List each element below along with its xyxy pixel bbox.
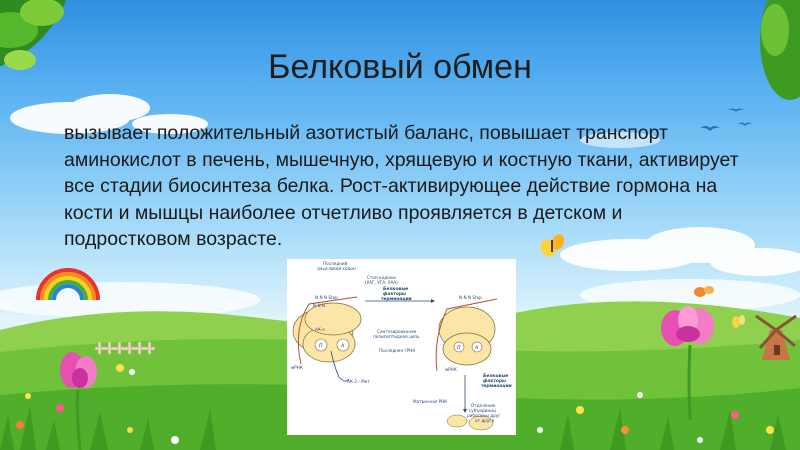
pink-flower-left-icon [60, 352, 97, 450]
label-aa-n: АК-n [315, 327, 325, 332]
mrna-left-strand [297, 296, 358, 365]
label-separation-2: субъединиц [469, 408, 496, 413]
small-flowers-icon [16, 364, 774, 444]
label-release-factors-top-3: терминации [381, 297, 412, 302]
label-release-factors-bottom-1: Белковые [483, 373, 508, 379]
pink-flower-right-icon [661, 306, 714, 421]
label-nnn-stop-right: N N N Stop [459, 295, 482, 300]
label-synth-chain-1: Синтезированная [377, 329, 417, 334]
label-nnn-stop-left: N N N Stop [315, 295, 338, 300]
label-mrna-right: мРНК [445, 367, 457, 372]
label-p-site-left: П [319, 343, 323, 349]
label-release-factors-bottom-3: терминации [481, 384, 512, 389]
grass-blades [0, 405, 786, 450]
slide-body-text: вызывает положительный азотистый баланс,… [64, 122, 739, 250]
label-separation-4: от друга [475, 418, 495, 423]
tree-leaves-right-icon [760, 0, 800, 100]
separated-subunit-2 [468, 415, 494, 431]
birds-icon [700, 108, 752, 131]
label-matrix-rna: Матричная РНК [413, 399, 447, 404]
butterfly-orange-icon [694, 286, 714, 297]
ribosome-left [292, 302, 362, 363]
label-a-site-left: А [340, 343, 344, 349]
butterfly-yellow-icon [540, 234, 565, 257]
windmill-icon [755, 314, 797, 360]
mrna-right-strand [435, 298, 498, 372]
label-p-site-right: П [457, 345, 461, 351]
slide-title: Белковый обмен [268, 48, 532, 86]
label-a-site-right: А [474, 345, 478, 351]
rainbow-icon [36, 268, 100, 301]
label-last-codon-2: смысловой кодон [317, 266, 356, 271]
fence-icon [94, 341, 156, 355]
ribosome-right [438, 306, 496, 366]
diagram-svg: Последний смысловой кодон Стоп-кодоны (У… [291, 261, 512, 431]
label-release-factors-bottom-2: факторы [483, 377, 506, 384]
arrow-down-head [463, 409, 467, 413]
label-release-factors-top-1: Белковые [383, 286, 408, 292]
label-last-trna: Последняя тРНК [379, 348, 415, 353]
butterfly-small-icon [732, 315, 745, 328]
label-separation-1: Отделение [471, 403, 496, 408]
label-last-codon-1: Последний [323, 261, 348, 266]
label-separation-3: рибосомы друг [467, 413, 500, 418]
tree-leaves-icon [0, 0, 67, 70]
arrow-right-head [431, 299, 435, 303]
translation-termination-diagram: Последний смысловой кодон Стоп-кодоны (У… [287, 259, 516, 435]
chain-left [330, 350, 350, 382]
label-stop-codons-1: Стоп-кодоны [367, 275, 396, 280]
label-stop-codons-2: (УАГ, УГА, УАА) [365, 280, 398, 285]
label-mrna-left: мРНК [291, 365, 303, 370]
label-synth-chain-2: полипептидная цепь [373, 334, 420, 339]
label-release-factors-top-2: факторы [383, 290, 406, 297]
label-ak2-met: АК-2 - Мет [347, 379, 370, 384]
label-nnn-left-lower: N N N [313, 303, 325, 308]
separated-subunit-1 [446, 414, 468, 428]
